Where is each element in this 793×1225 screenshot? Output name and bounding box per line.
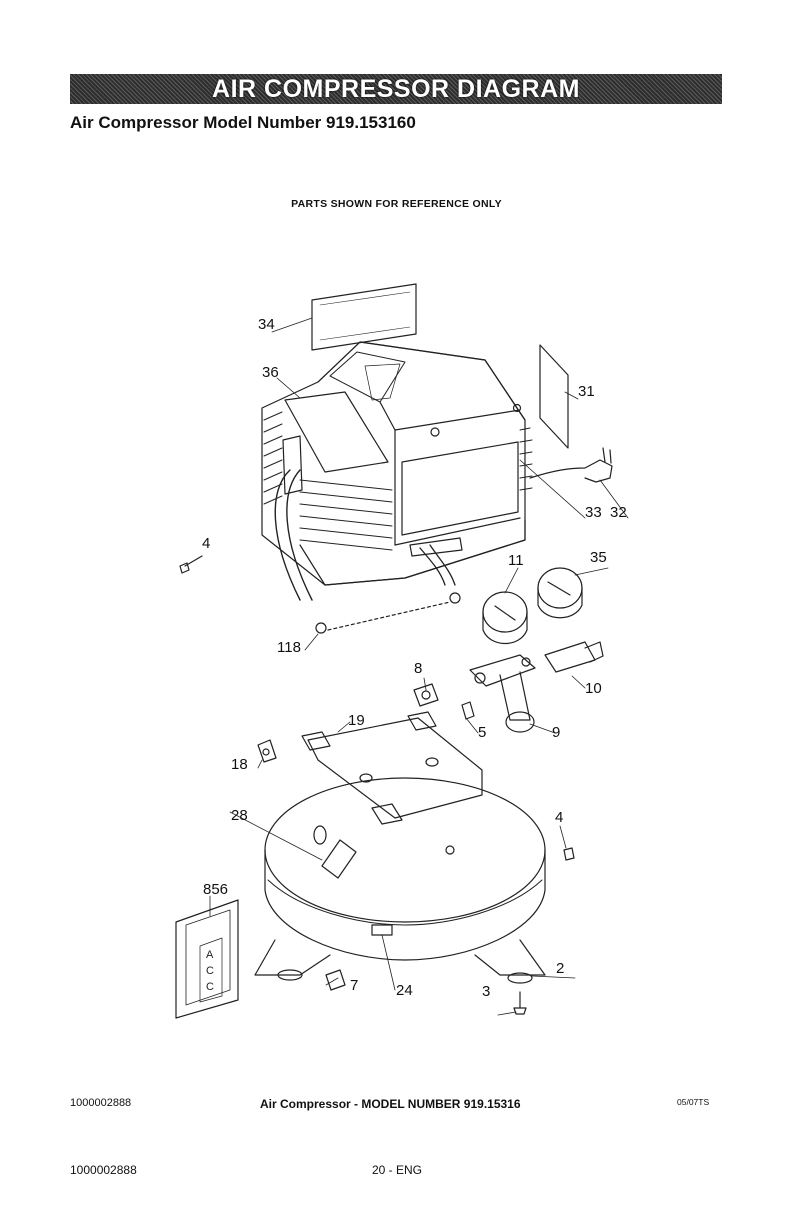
part-10-coupler: [545, 642, 603, 672]
part-3-bolt: [514, 992, 526, 1014]
label-856: 856: [203, 881, 228, 898]
label-32: 32: [610, 504, 627, 521]
label-856-letter-c2: C: [206, 981, 214, 993]
part-number-labels: 34 36 31 33 32 4 11 35 118 8 10 19 5 9 1…: [202, 316, 627, 1000]
part-11-air-filter: [483, 592, 527, 644]
part-5-gauge: [462, 702, 474, 719]
label-19: 19: [348, 712, 365, 729]
motor-shroud: [262, 342, 532, 600]
label-18: 18: [231, 756, 248, 773]
label-28: 28: [231, 807, 248, 824]
part-4-screw-left: [180, 556, 202, 573]
footer-code: 05/07TS: [677, 1097, 709, 1107]
part-8-safety-valve: [414, 684, 438, 706]
label-34: 34: [258, 316, 275, 333]
label-11: 11: [508, 552, 524, 569]
label-4-lower: 4: [555, 809, 563, 826]
part-4-screw-right: [564, 848, 574, 860]
part-32-power-plug: [530, 460, 612, 482]
label-118: 118: [277, 639, 301, 656]
label-3: 3: [482, 983, 490, 1000]
label-856-letter-a: A: [206, 949, 214, 961]
page-footer-doc-number: 1000002888: [70, 1163, 137, 1177]
label-36: 36: [262, 364, 279, 381]
label-35: 35: [590, 549, 607, 566]
part-manifold: [470, 655, 535, 720]
part-34-label-sheet: [312, 284, 416, 350]
part-7-fitting: [326, 970, 345, 990]
label-24: 24: [396, 982, 413, 999]
part-35-filter-cap: [538, 568, 582, 618]
label-4-upper: 4: [202, 535, 210, 552]
label-10: 10: [585, 680, 602, 697]
part-18-drain-valve: [258, 740, 276, 762]
footer-doc-number: 1000002888: [70, 1097, 131, 1109]
label-856-letters: A C C: [206, 949, 214, 993]
air-tank: [255, 778, 545, 983]
label-856-letter-c1: C: [206, 965, 214, 977]
label-8: 8: [414, 660, 422, 677]
footer-caption: Air Compressor - MODEL NUMBER 919.15316: [260, 1097, 521, 1111]
page-number: 20 - ENG: [372, 1163, 422, 1177]
part-28-tank-label: [322, 840, 356, 878]
part-9-regulator: [506, 712, 534, 732]
part-19-bracket: [302, 712, 482, 824]
label-7: 7: [350, 977, 358, 994]
label-5: 5: [478, 724, 486, 741]
label-33: 33: [585, 504, 602, 521]
part-31-decal: [540, 345, 568, 448]
part-118-fittings: [316, 593, 460, 633]
label-2: 2: [556, 960, 564, 977]
label-31: 31: [578, 383, 595, 400]
label-9: 9: [552, 724, 560, 741]
